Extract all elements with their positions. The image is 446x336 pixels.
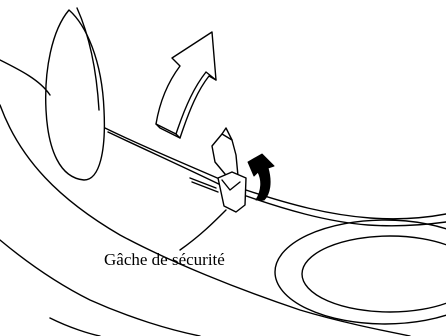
bumper-body-outline <box>0 60 410 336</box>
lift-hood-arrow <box>156 32 216 138</box>
hood-edge-line <box>105 128 446 226</box>
safety-catch-label: Gâche de sécurité <box>104 251 225 268</box>
push-lever-arrow <box>248 154 274 200</box>
callout-leader-line <box>180 210 226 250</box>
right-headlight-outline <box>275 220 446 324</box>
left-headlight-outline <box>46 8 105 180</box>
